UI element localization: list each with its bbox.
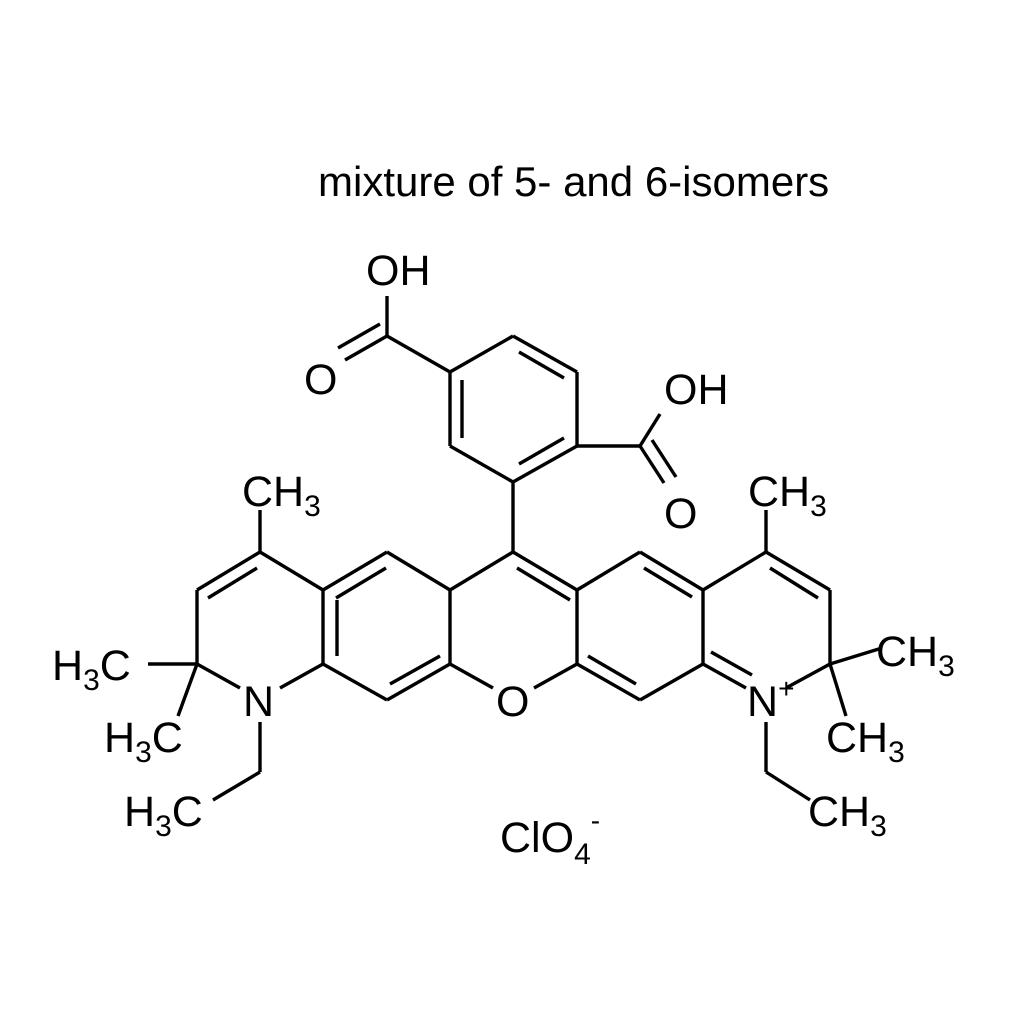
methyl-label-left-upper: H3C bbox=[52, 642, 131, 697]
hydroxyl-label-top: OH bbox=[366, 247, 431, 295]
methyl-label-left-lower: H3C bbox=[104, 714, 183, 769]
ethyl-methyl-label-left: H3C bbox=[124, 788, 203, 843]
nitrogen-label-left: N bbox=[243, 678, 274, 726]
ring-oxygen-label: O bbox=[496, 678, 529, 726]
methyl-label-top-left: CH3 bbox=[242, 468, 321, 523]
hydroxyl-label-right: OH bbox=[664, 366, 729, 414]
xanthene-core bbox=[321, 550, 705, 702]
methyl-label-right-lower: CH3 bbox=[826, 714, 905, 769]
dihydroquinolinium-ring-right bbox=[702, 510, 883, 802]
methyl-label-top-right: CH3 bbox=[748, 468, 827, 523]
carboxyl-group-right bbox=[577, 413, 678, 484]
perchlorate-counterion: ClO4- bbox=[500, 805, 600, 871]
methyl-label-right-upper: CH3 bbox=[876, 628, 955, 683]
carbonyl-oxygen-right: O bbox=[664, 490, 697, 538]
positive-charge: + bbox=[778, 673, 794, 704]
dihydroquinoline-ring-left bbox=[148, 510, 324, 802]
ethyl-methyl-label-right: CH3 bbox=[808, 788, 887, 843]
nitrogen-label-right: N+ bbox=[747, 673, 794, 726]
isomer-caption: mixture of 5- and 6-isomers bbox=[318, 158, 829, 205]
benzene-ring-top bbox=[448, 334, 579, 484]
carboxyl-group-left bbox=[337, 296, 451, 374]
carbonyl-oxygen-left: O bbox=[304, 356, 337, 404]
